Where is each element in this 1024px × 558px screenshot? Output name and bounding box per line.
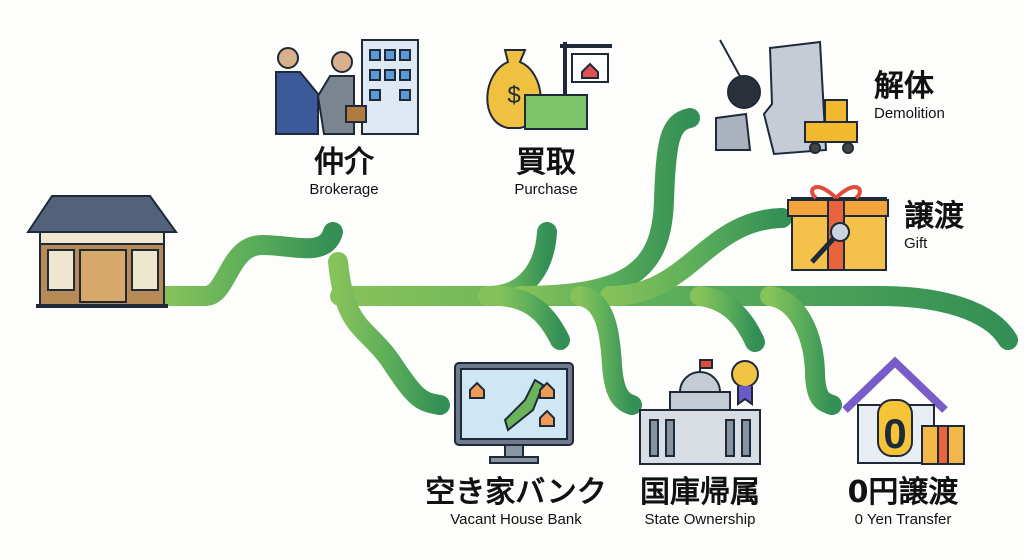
branch-zero — [760, 286, 842, 415]
monitor-map-icon — [454, 362, 574, 464]
option-gift-jp: 譲渡 — [904, 199, 964, 234]
option-gift-en: Gift — [904, 235, 928, 252]
option-gift: 譲渡 Gift — [904, 200, 964, 254]
svg-text:0: 0 — [883, 410, 906, 457]
trunk-line — [155, 222, 343, 306]
option-brokerage: 仲介 Brokerage — [309, 146, 378, 200]
wrecking-ball-icon — [715, 39, 858, 156]
branch-lines — [155, 108, 1018, 415]
option-zero-yen-transfer-en: 0 Yen Transfer — [854, 511, 952, 528]
option-demolition: 解体 Demolition — [874, 70, 945, 124]
option-brokerage-jp: 仲介 — [314, 145, 374, 180]
handshake-building-icon — [275, 39, 419, 135]
option-zero-yen-transfer-jp: 0円譲渡 — [847, 475, 959, 510]
option-purchase-jp: 買取 — [516, 145, 576, 180]
money-bag-sign-icon: $ — [486, 42, 612, 130]
option-vacant-house-bank-jp: 空き家バンク — [425, 475, 607, 510]
option-demolition-jp: 解体 — [874, 69, 934, 104]
main-line — [330, 286, 1018, 350]
svg-text:$: $ — [507, 82, 520, 109]
branch-state — [570, 286, 642, 415]
option-vacant-house-bank-en: Vacant House Bank — [450, 511, 582, 528]
option-purchase: 買取 Purchase — [514, 146, 577, 200]
option-state-ownership-en: State Ownership — [644, 511, 756, 528]
option-vacant-house-bank: 空き家バンク Vacant House Bank — [425, 476, 607, 530]
gift-box-key-icon — [787, 185, 889, 271]
branch-lower-2 — [690, 286, 765, 352]
option-state-ownership: 国庫帰属 State Ownership — [640, 476, 760, 530]
option-zero-yen-transfer: 0円譲渡 0 Yen Transfer — [848, 476, 959, 530]
branch-lower-1 — [490, 286, 570, 350]
option-state-ownership-jp: 国庫帰属 — [640, 475, 760, 510]
traditional-house-icon — [26, 195, 178, 308]
government-building-icon — [639, 359, 761, 465]
option-brokerage-en: Brokerage — [309, 181, 379, 198]
branch-gift — [600, 208, 792, 306]
option-demolition-en: Demolition — [874, 105, 945, 122]
zero-yen-house-icon: 0 — [842, 356, 965, 465]
option-purchase-en: Purchase — [514, 181, 578, 198]
branch-vacant — [328, 252, 450, 415]
